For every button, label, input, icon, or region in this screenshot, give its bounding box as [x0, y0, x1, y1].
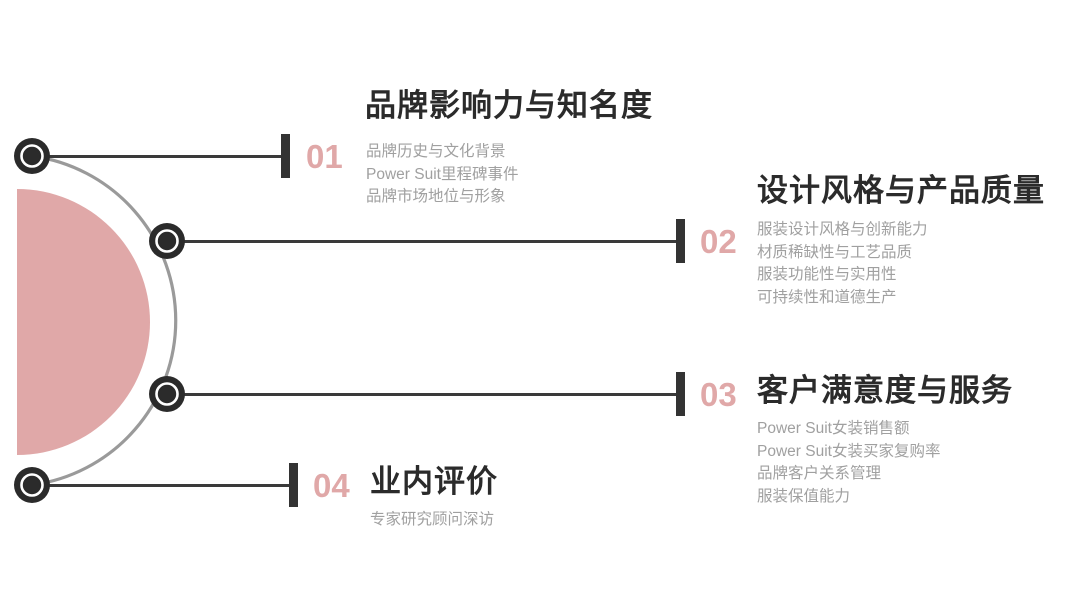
item-bullets-02: 服装设计风格与创新能力 材质稀缺性与工艺品质 服装功能性与实用性 可持续性和道德…: [757, 219, 928, 309]
connector-endbar-03: [676, 372, 685, 416]
item-title-04: 业内评价: [370, 464, 498, 499]
gray-arc: [31, 154, 178, 487]
bullet-line: 专家研究顾问深访: [370, 511, 495, 528]
pink-semicircle: [17, 189, 150, 455]
item-bullets-04: 专家研究顾问深访: [370, 509, 494, 532]
bullet-line: 品牌客户关系管理: [757, 465, 882, 482]
connector-line-04: [32, 484, 294, 487]
connector-line-01: [32, 155, 282, 158]
item-bullets-01: 品牌历史与文化背景 Power Suit里程碑事件 品牌市场地位与形象: [366, 141, 518, 209]
item-title-01: 品牌影响力与知名度: [365, 88, 653, 123]
item-title-02: 设计风格与产品质量: [757, 173, 1045, 208]
bullet-line: 品牌市场地位与形象: [366, 188, 506, 205]
bullet-line: 服装保值能力: [757, 487, 851, 505]
item-title-03: 客户满意度与服务: [757, 373, 1013, 408]
bullet-line: 服装功能性与实用性: [757, 266, 897, 283]
item-bullets-03: Power Suit女装销售额 Power Suit女装买家复购率 品牌客户关系…: [757, 418, 940, 508]
item-number-04: 04: [313, 467, 350, 504]
item-number-01: 01: [306, 138, 343, 175]
bullet-line: Power Suit女装销售额: [757, 420, 910, 437]
bullet-line: 品牌历史与文化背景: [366, 143, 506, 160]
bullet-line: 服装设计风格与创新能力: [757, 221, 928, 238]
bullet-line: Power Suit里程碑事件: [366, 165, 519, 183]
bullet-line: 材质稀缺性与工艺品质: [757, 243, 913, 261]
connector-endbar-04: [289, 463, 298, 507]
left-graphic: [17, 154, 178, 487]
item-number-02: 02: [700, 223, 737, 260]
bullet-line: 可持续性和道德生产: [757, 288, 897, 306]
connector-endbar-02: [676, 219, 685, 263]
connector-line-03: [167, 393, 680, 396]
bullet-line: Power Suit女装买家复购率: [757, 442, 941, 460]
item-number-03: 03: [700, 376, 737, 413]
connector-endbar-01: [281, 134, 290, 178]
connector-line-02: [167, 240, 680, 243]
